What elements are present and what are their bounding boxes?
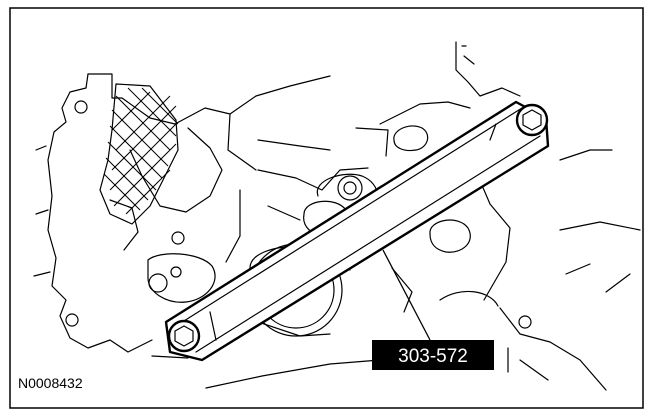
tool-callout-label: 303-572 xyxy=(398,346,468,367)
figure-border xyxy=(9,7,644,409)
tool-bolt-upper xyxy=(515,103,549,137)
tool-bolt-lower xyxy=(167,319,201,353)
callout-leader xyxy=(382,249,431,341)
figure-id: N0008432 xyxy=(18,375,83,391)
tool-callout-box xyxy=(372,340,494,370)
special-tool xyxy=(164,100,550,362)
